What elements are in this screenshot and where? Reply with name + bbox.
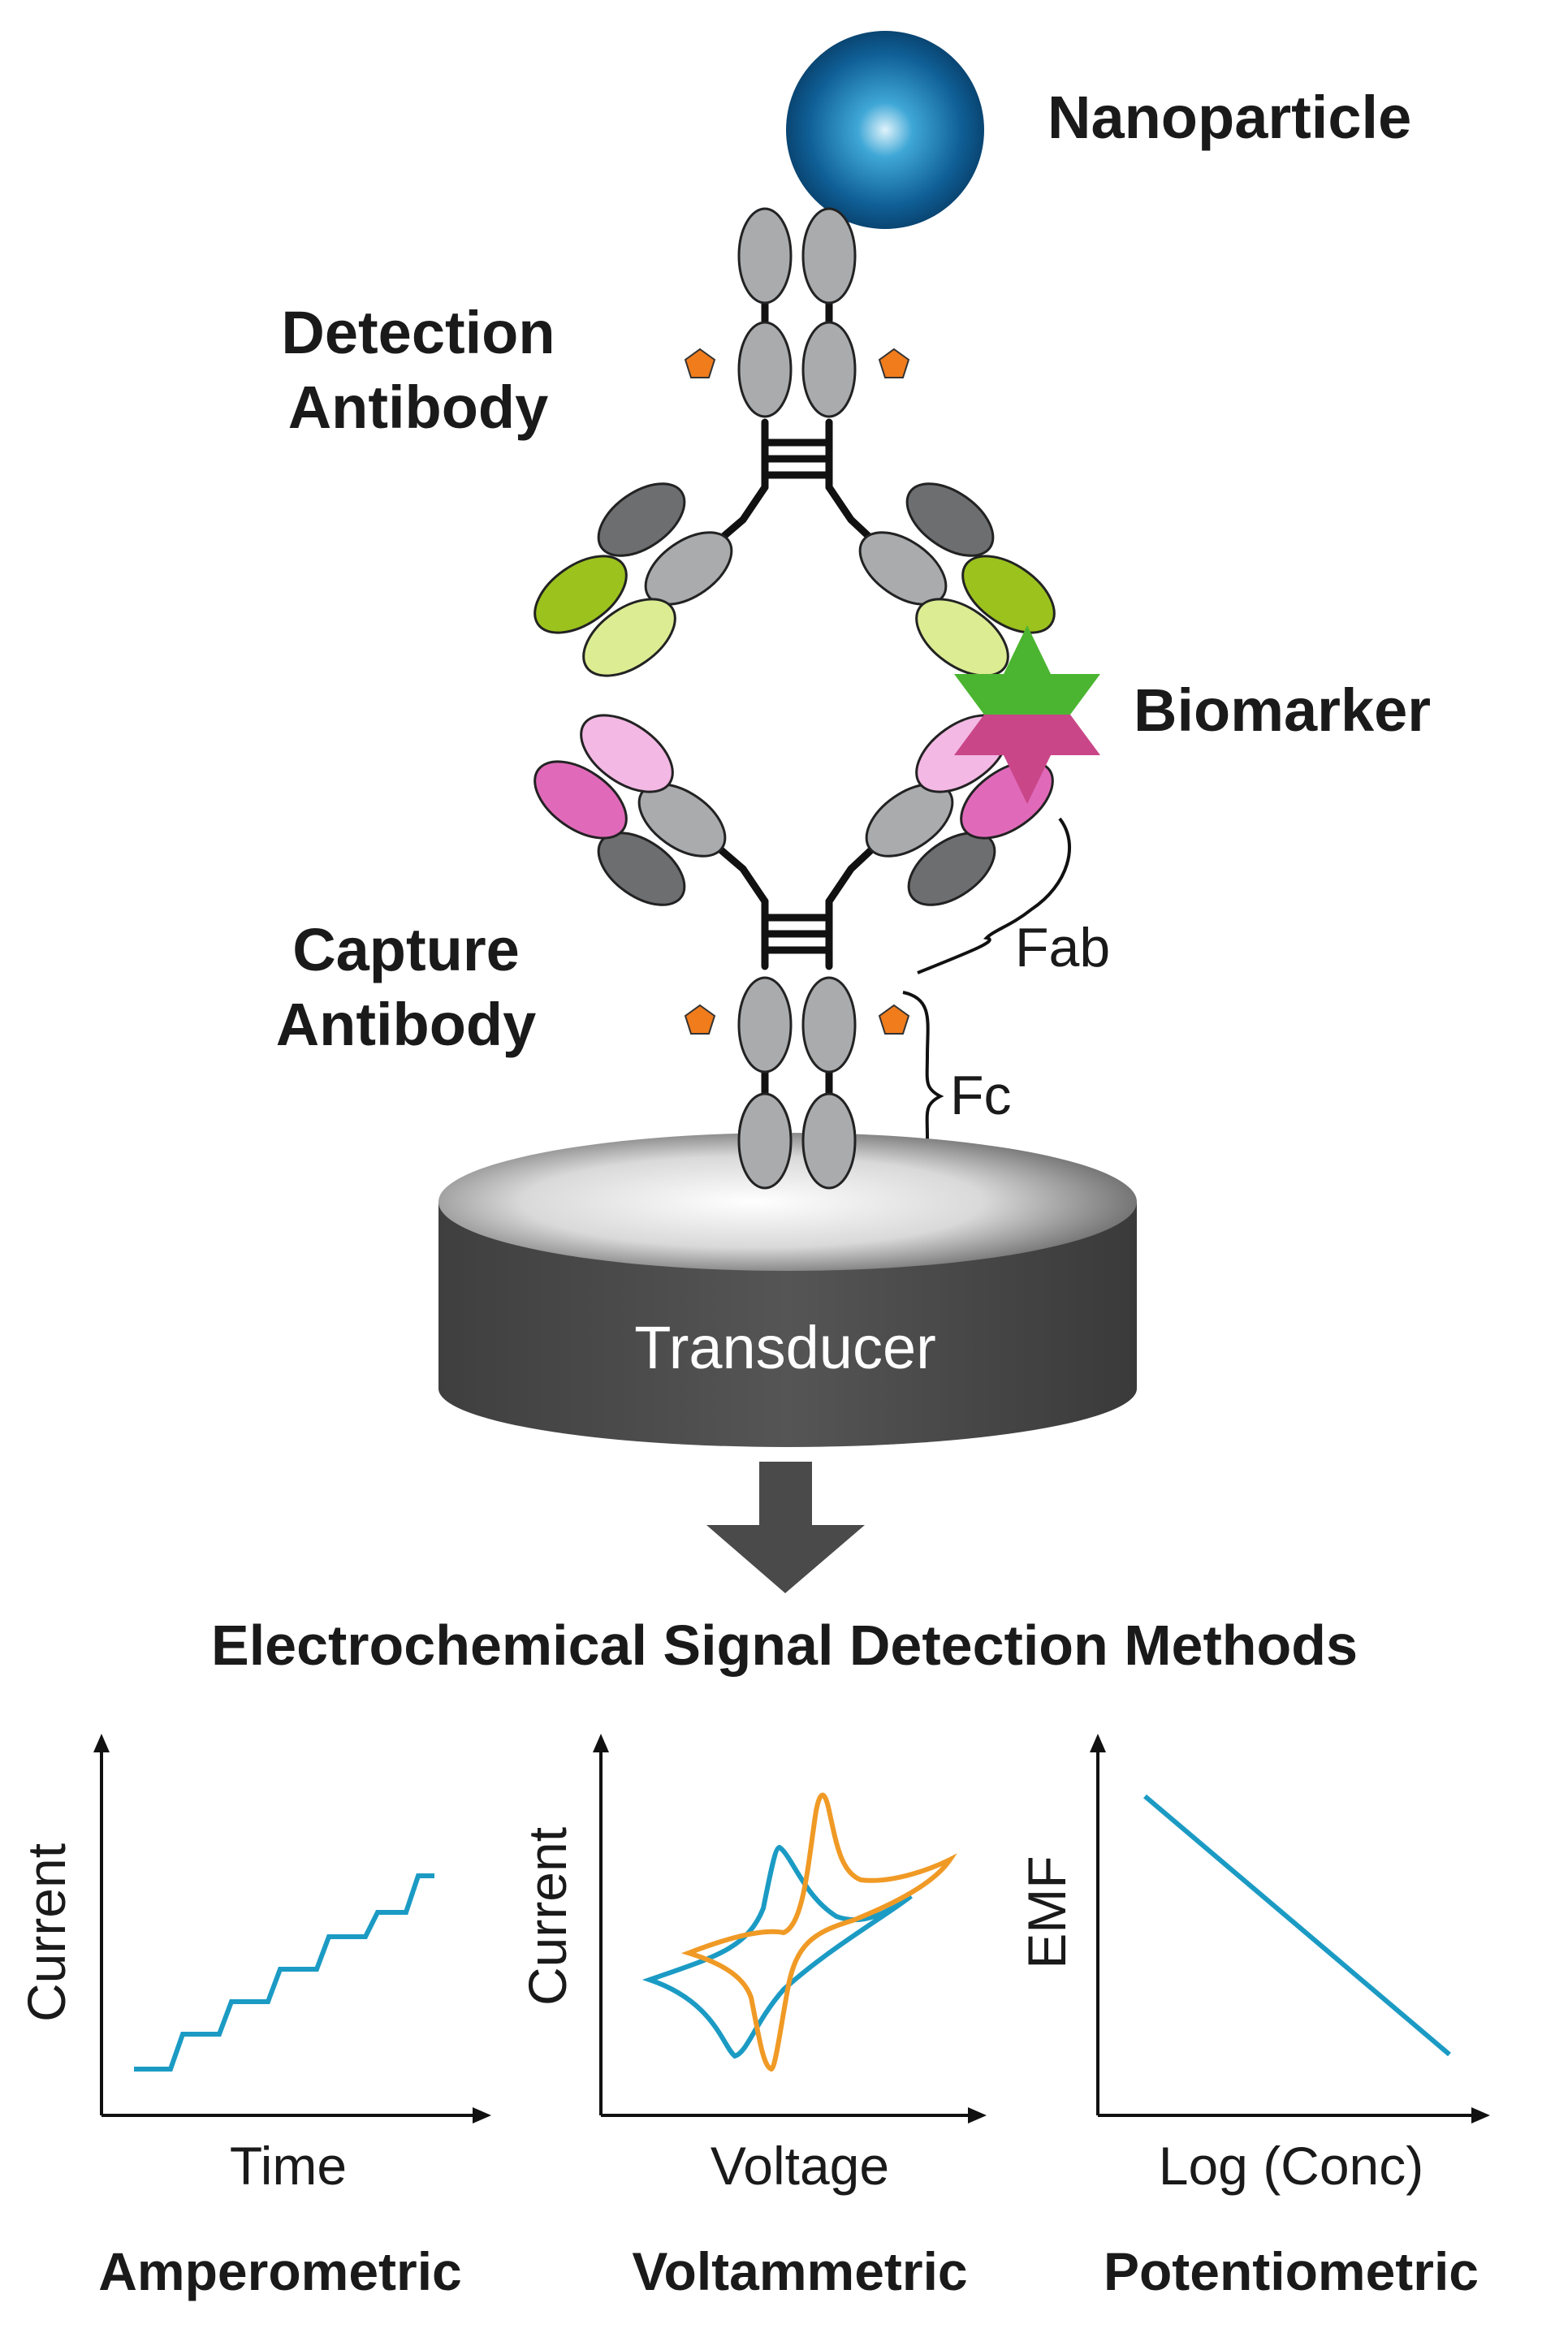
capture-variable-domain — [533, 760, 628, 840]
down-arrow-icon — [706, 1462, 865, 1593]
detection-variable-domain — [915, 598, 1009, 677]
transducer — [438, 1092, 1137, 1447]
detection-variable-domain — [582, 598, 676, 677]
y-axis-arrow-icon — [593, 1734, 609, 1752]
potentiometric-plot: EMF Log (Conc) Potentiometric — [1017, 1734, 1490, 2301]
amperometric-title: Amperometric — [98, 2241, 461, 2301]
fc-label: Fc — [950, 1065, 1012, 1126]
detection-antibody-label-line1: Detection — [281, 299, 555, 366]
orange-cv-trace — [680, 1792, 957, 2072]
x-axis-arrow-icon — [968, 2107, 987, 2123]
detection-antibody — [533, 207, 1056, 677]
transducer-label: Transducer — [634, 1314, 936, 1381]
glycan-icon — [684, 348, 716, 378]
nanoparticle-sphere — [786, 31, 984, 229]
y-axis-arrow-icon — [1090, 1734, 1106, 1752]
nanoparticle-label: Nanoparticle — [1047, 84, 1411, 151]
detection-variable-domain — [533, 555, 628, 634]
detection-fc-domain — [801, 207, 857, 305]
capture-variable-domain — [580, 714, 674, 793]
voltammetric-ylabel: Current — [517, 1827, 577, 2006]
current-step-trace — [134, 1873, 434, 2072]
voltammetric-plot: Current Voltage Voltammetric — [517, 1734, 987, 2301]
y-axis-arrow-icon — [93, 1734, 110, 1752]
fab-brace-icon — [917, 817, 1072, 974]
detection-fc-domain — [737, 207, 793, 305]
glycan-icon — [684, 1004, 716, 1035]
x-axis-arrow-icon — [1471, 2107, 1490, 2123]
emf-linear-trace — [1143, 1794, 1451, 2057]
section-title: Electrochemical Signal Detection Methods — [211, 1614, 1358, 1677]
voltammetric-xlabel: Voltage — [711, 2136, 889, 2196]
amperometric-xlabel: Time — [230, 2136, 347, 2196]
x-axis-arrow-icon — [473, 2107, 491, 2123]
capture-fc-domain — [737, 976, 793, 1074]
fab-label: Fab — [1015, 917, 1110, 979]
detection-fc-domain — [737, 321, 793, 418]
detection-antibody-label-line2: Antibody — [288, 374, 549, 441]
biomarker-label: Biomarker — [1134, 676, 1431, 744]
biomarker-star — [954, 625, 1100, 804]
capture-antibody-label-line1: Capture — [292, 916, 520, 983]
blue-cv-trace — [641, 1844, 913, 2059]
amperometric-plot: Current Time Amperometric — [16, 1734, 491, 2301]
glycan-icon — [878, 348, 910, 378]
potentiometric-ylabel: EMF — [1017, 1856, 1077, 1968]
potentiometric-xlabel: Log (Conc) — [1159, 2136, 1424, 2196]
detection-variable-domain — [961, 555, 1056, 634]
capture-antibody-label-line2: Antibody — [276, 991, 537, 1058]
capture-fc-domain — [801, 976, 857, 1074]
voltammetric-title: Voltammetric — [632, 2241, 967, 2301]
amperometric-ylabel: Current — [16, 1843, 76, 2022]
potentiometric-title: Potentiometric — [1104, 2241, 1479, 2301]
detection-fc-domain — [801, 321, 857, 418]
glycan-icon — [878, 1004, 910, 1035]
